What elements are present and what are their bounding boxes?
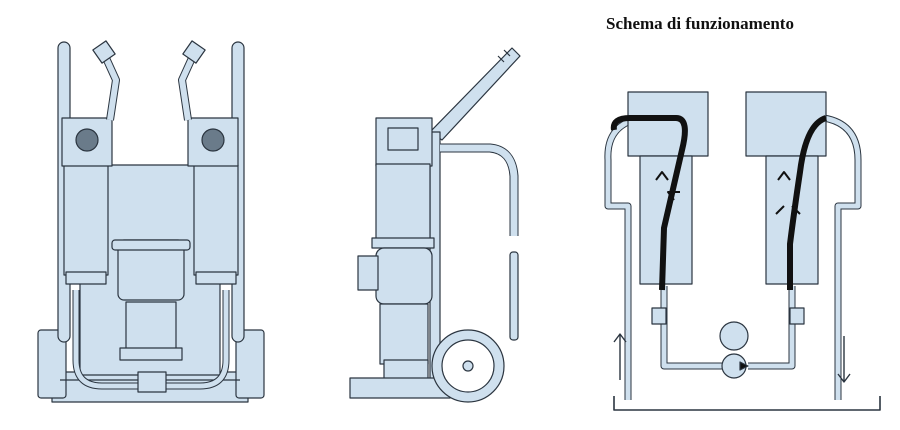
front-view-unit: [37, 40, 265, 403]
scheme-flow-right: [787, 115, 828, 290]
scheme-filter-head-left: [627, 91, 709, 157]
scheme-arrow-down: [837, 336, 851, 383]
scheme-pump: [719, 321, 749, 351]
side-filter-body: [375, 163, 431, 243]
side-pump: [379, 303, 429, 365]
side-handle: [429, 47, 521, 141]
scheme-flow-left: [610, 115, 688, 291]
front-filter-left: [63, 164, 109, 276]
schema-title: Schema di funzionamento: [606, 14, 794, 33]
side-view-unit: [349, 47, 521, 403]
side-hose-lower: [509, 251, 519, 341]
front-wheel-left: [37, 329, 67, 399]
front-wheel-right: [235, 329, 265, 399]
front-nozzle-right: [182, 40, 206, 64]
scheme-valve-right: [789, 307, 805, 325]
scheme-tank: [613, 396, 881, 411]
scheme-valve-left: [651, 307, 667, 325]
side-motor: [375, 247, 433, 305]
operating-scheme: [604, 91, 881, 411]
front-nozzle-left: [92, 40, 116, 64]
front-filter-head-left: [61, 117, 113, 167]
front-pump: [125, 301, 177, 353]
scheme-arrow-up: [613, 333, 627, 380]
front-filter-right: [193, 164, 239, 276]
